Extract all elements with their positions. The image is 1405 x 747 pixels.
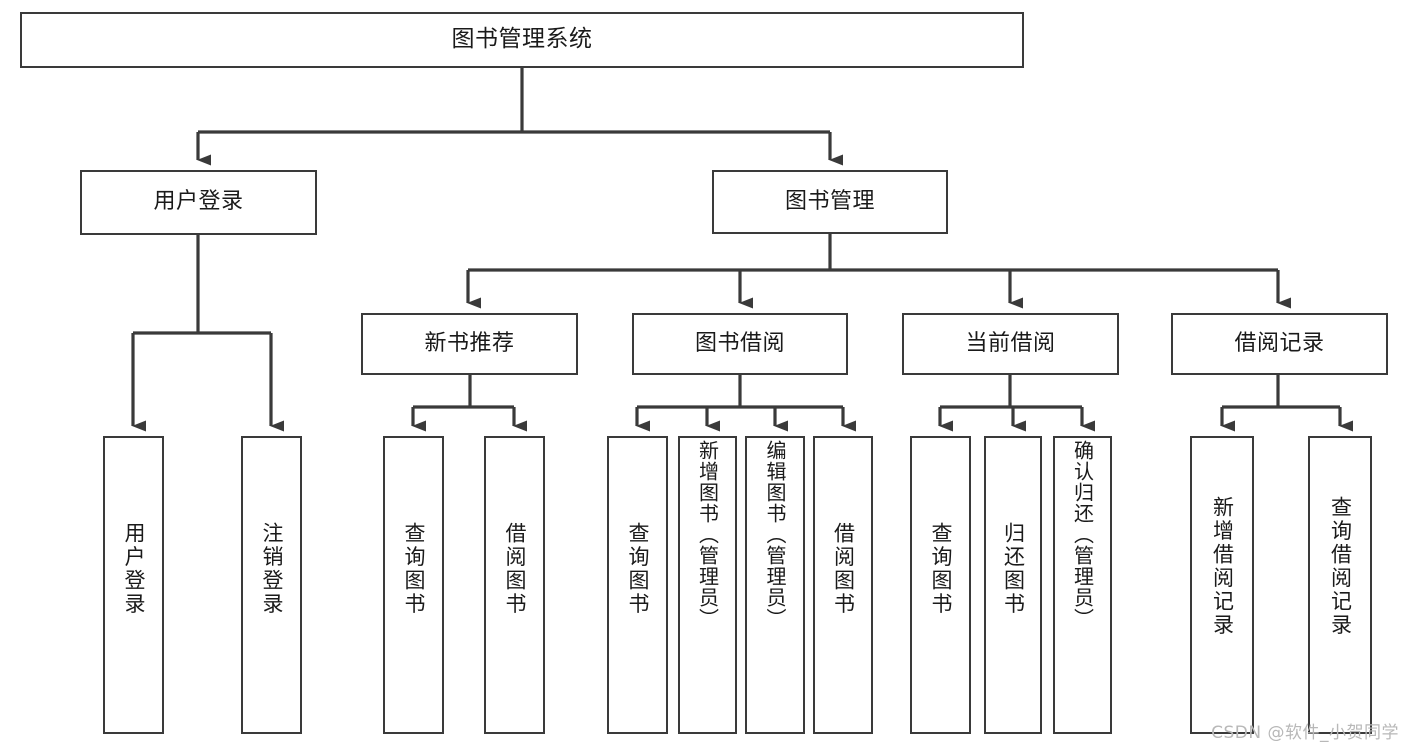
- leaf-add-borrow-record[interactable]: 新增借阅记录: [1190, 436, 1254, 734]
- node-current-borrow-label: 当前借阅: [965, 330, 1056, 356]
- node-root-label: 图书管理系统: [451, 26, 593, 53]
- leaf-query-book-newbooks[interactable]: 查询图书: [383, 436, 444, 734]
- leaf-query-book-current[interactable]: 查询图书: [910, 436, 971, 734]
- leaf-add-borrow-record-label: 新增借阅记录: [1210, 496, 1235, 637]
- node-book-borrow[interactable]: 图书借阅: [632, 313, 848, 375]
- csdn-watermark: CSDN @软件_小贺同学: [1211, 723, 1399, 743]
- leaf-return-book[interactable]: 归还图书: [984, 436, 1042, 734]
- leaf-user-login-label: 用户登录: [122, 522, 146, 616]
- leaf-add-book-admin-label: 新增图书（管理员）: [695, 440, 720, 629]
- leaf-logout-label: 注销登录: [260, 522, 284, 616]
- leaf-query-borrow-record[interactable]: 查询借阅记录: [1308, 436, 1372, 734]
- leaf-query-book-newbooks-label: 查询图书: [402, 522, 426, 616]
- leaf-logout[interactable]: 注销登录: [241, 436, 302, 734]
- leaf-return-book-label: 归还图书: [1001, 522, 1026, 616]
- leaf-query-book-current-label: 查询图书: [929, 522, 953, 616]
- leaf-query-book-borrow-label: 查询图书: [626, 522, 650, 616]
- node-borrow-records[interactable]: 借阅记录: [1171, 313, 1388, 375]
- leaf-query-book-borrow[interactable]: 查询图书: [607, 436, 668, 734]
- leaf-confirm-return-admin[interactable]: 确认归还（管理员）: [1053, 436, 1112, 734]
- node-book-management-label: 图书管理: [784, 188, 875, 214]
- node-current-borrow[interactable]: 当前借阅: [902, 313, 1119, 375]
- node-new-book-recommend[interactable]: 新书推荐: [361, 313, 578, 375]
- leaf-confirm-return-admin-label: 确认归还（管理员）: [1070, 440, 1095, 629]
- leaf-query-borrow-record-label: 查询借阅记录: [1328, 496, 1353, 637]
- node-book-borrow-label: 图书借阅: [694, 330, 785, 356]
- node-user-login-label: 用户登录: [153, 189, 244, 215]
- leaf-borrow-book-borrow-label: 借阅图书: [831, 522, 856, 616]
- leaf-add-book-admin[interactable]: 新增图书（管理员）: [678, 436, 737, 734]
- node-book-management[interactable]: 图书管理: [712, 170, 948, 234]
- leaf-edit-book-admin-label: 编辑图书（管理员）: [763, 440, 787, 629]
- leaf-borrow-book-newbooks[interactable]: 借阅图书: [484, 436, 545, 734]
- leaf-borrow-book-newbooks-label: 借阅图书: [503, 522, 527, 616]
- node-borrow-records-label: 借阅记录: [1234, 330, 1325, 356]
- leaf-edit-book-admin[interactable]: 编辑图书（管理员）: [745, 436, 805, 734]
- node-root[interactable]: 图书管理系统: [20, 12, 1024, 68]
- leaf-borrow-book-borrow[interactable]: 借阅图书: [813, 436, 873, 734]
- leaf-user-login[interactable]: 用户登录: [103, 436, 164, 734]
- node-new-book-recommend-label: 新书推荐: [424, 330, 515, 356]
- node-user-login[interactable]: 用户登录: [80, 170, 317, 235]
